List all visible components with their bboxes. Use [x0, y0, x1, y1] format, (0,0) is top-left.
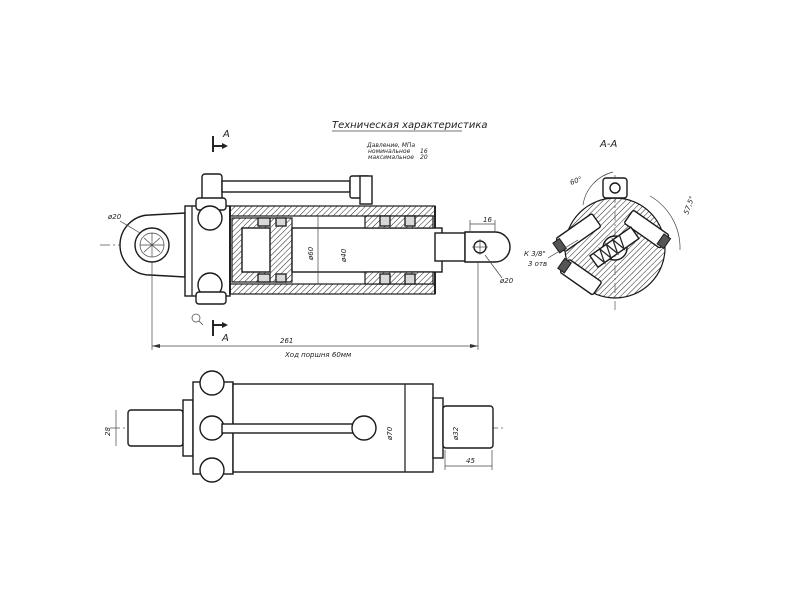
zoom-icon [191, 313, 201, 323]
barrel-wall-top [229, 205, 436, 217]
dim-rod-dia: ø40 [340, 248, 348, 263]
dim-body-dia: ø70 [386, 426, 394, 441]
nominal-value: 16 [420, 148, 428, 155]
top-view-pin [127, 409, 184, 447]
gland-top [364, 215, 434, 229]
top-view-tube [221, 423, 365, 434]
section-right-fitting [624, 210, 672, 250]
top-fitting-block [359, 175, 373, 205]
max-value: 20 [420, 154, 428, 161]
section-bottom-fitting [557, 257, 602, 296]
section-marker-top: A [212, 129, 230, 152]
dim-rod-boss-len: 45 [466, 457, 475, 465]
piston-core [241, 227, 271, 273]
dim-thread: К 3/8" [524, 250, 546, 258]
nominal-label: номинальное [368, 148, 411, 155]
dim-thread-count: 3 отв [528, 260, 547, 268]
section-mark-bottom: A [221, 333, 229, 344]
spec-title: Техническая характеристика [332, 120, 488, 131]
cylinder-section-view: ø20 ø60 ø40 16 ø20 261 Ход поршня 60мм [100, 173, 514, 359]
dim-port-angle: 60° [569, 175, 583, 187]
top-view-fitting-right [351, 415, 377, 441]
cylinder-top-view: 28 ø70 ø32 45 [104, 370, 505, 483]
pressure-label: Давление, МПа [366, 142, 415, 149]
section-marker-bottom: A [212, 320, 229, 344]
cap-fitting-top [197, 205, 223, 231]
gland-bottom [364, 271, 434, 285]
tech-spec-block: Техническая характеристика Давление, МПа… [332, 120, 488, 161]
dim-pin-dia: 28 [104, 427, 112, 436]
dim-rod-end-width: 16 [483, 216, 492, 224]
section-a-a-view: A-A 60° 57,5° К 3/8" [524, 139, 696, 310]
barrel-wall-bottom [229, 283, 436, 295]
dim-total-length: 261 [280, 337, 293, 345]
top-view-fitting-mid [199, 415, 225, 441]
dim-side-angle: 57,5° [682, 195, 696, 216]
top-view-rod [442, 405, 494, 449]
valve-spring [588, 226, 640, 269]
dim-rod-boss-dia: ø32 [452, 426, 460, 441]
piston-rod [291, 227, 443, 273]
section-mark-top: A [222, 129, 230, 140]
rod-extension [434, 232, 466, 262]
dim-eye-dia: ø20 [107, 213, 122, 221]
max-label: максимальное [368, 154, 414, 161]
hydraulic-tube [221, 180, 351, 193]
section-title: A-A [599, 139, 617, 150]
top-view-fitting-top [199, 370, 225, 396]
dim-bore-dia: ø60 [307, 246, 315, 261]
dim-stroke: Ход поршня 60мм [284, 351, 352, 359]
dim-rod-end-dia: ø20 [499, 277, 514, 285]
section-left-fitting [552, 213, 601, 254]
top-view-fitting-bottom [199, 457, 225, 483]
